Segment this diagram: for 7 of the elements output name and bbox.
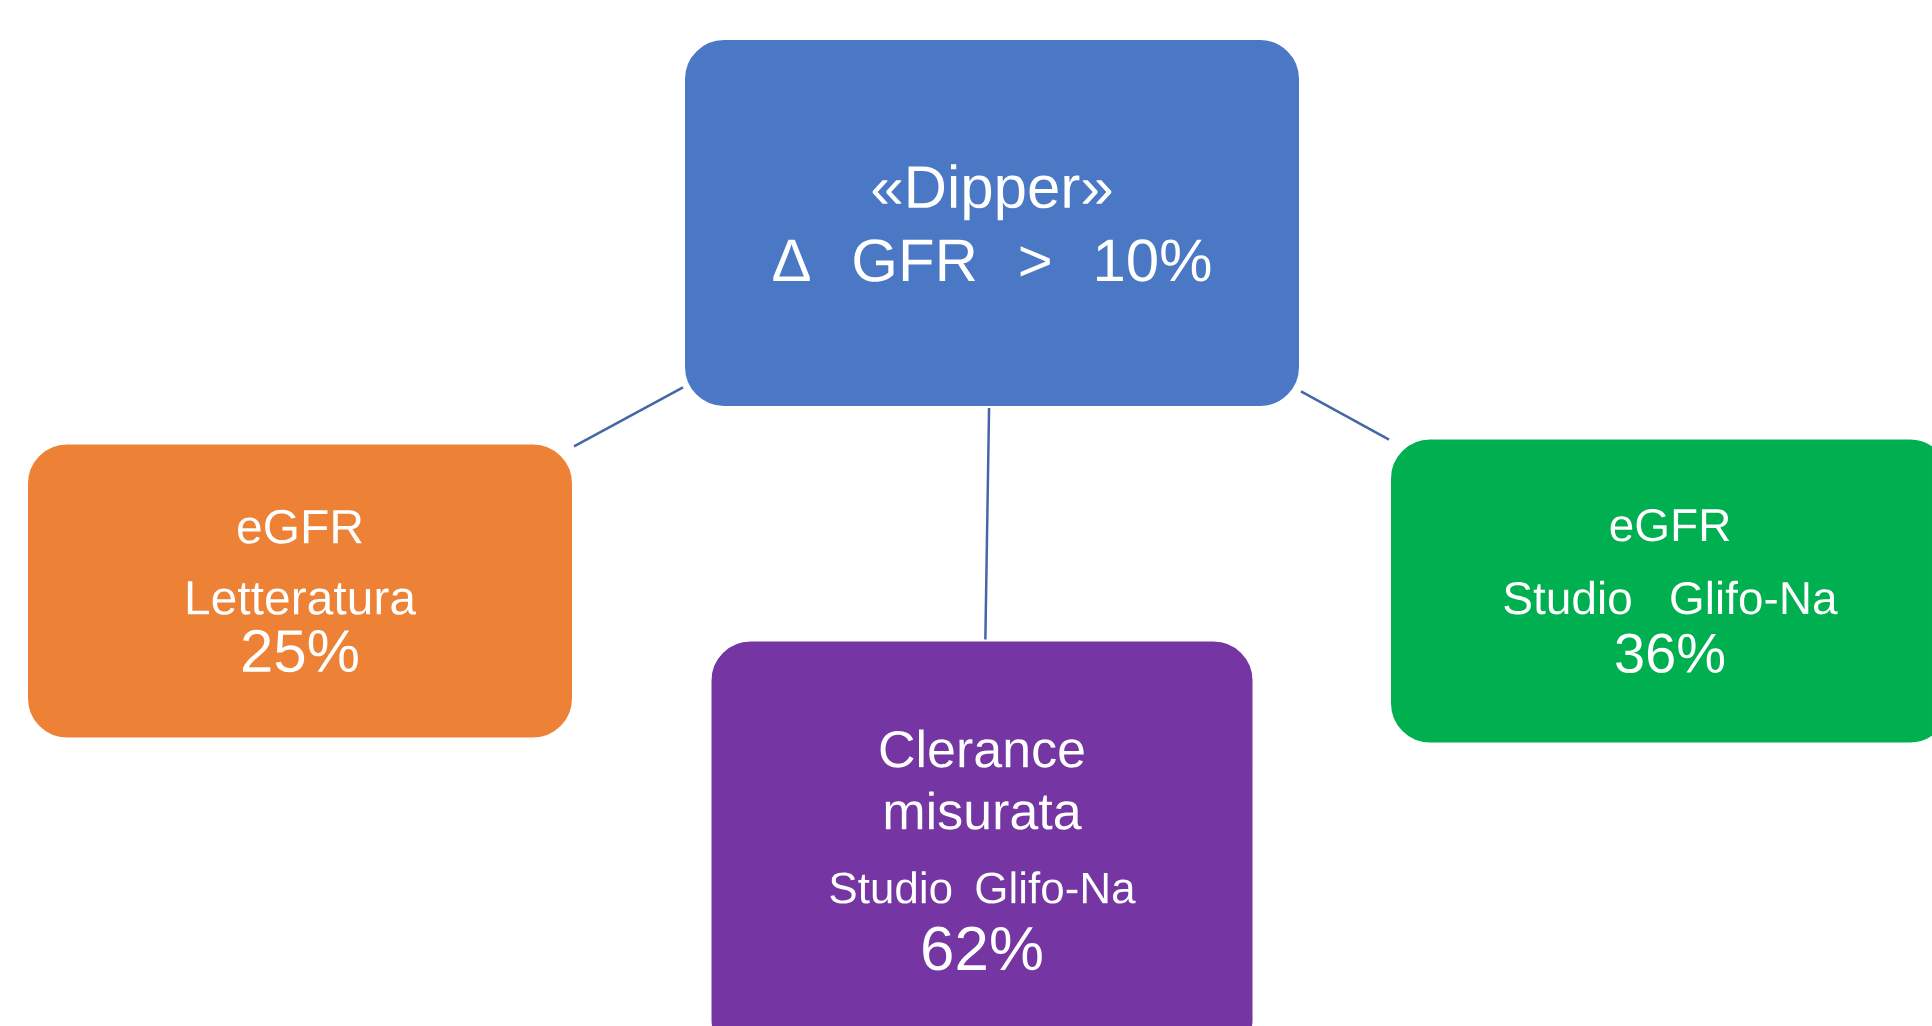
rounded-box: Clerance misurata Studio Glifo-Na 62% (709, 639, 1255, 1026)
connector-line (573, 386, 684, 448)
connector-line (984, 408, 991, 640)
rounded-box: eGFR Studio Glifo-Na 36% (1389, 437, 1932, 745)
connector-line (1300, 390, 1390, 441)
rounded-box: eGFR Letteratura 25% (26, 442, 574, 740)
rounded-box: «Dipper» Δ GFR > 10% (683, 38, 1301, 408)
